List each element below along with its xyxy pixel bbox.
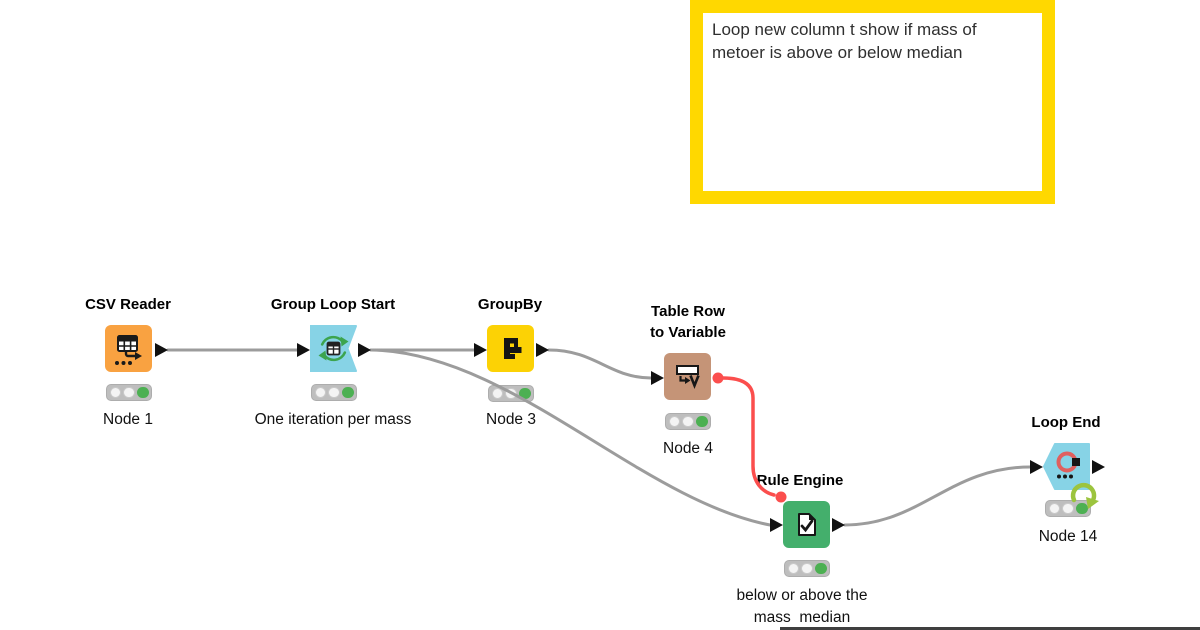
node-label-table-row-to-variable: Node 4 [663,440,713,457]
loopstart-output-port[interactable] [358,343,371,357]
status-traffic-light [665,413,711,430]
connection-groupby-to-tablerow[interactable] [547,348,653,380]
node-groupby[interactable] [487,325,534,372]
groupby-input-port[interactable] [474,343,487,357]
node-title-csv-reader: CSV Reader [85,296,171,313]
ruleengine-input-port[interactable] [770,518,783,532]
csv-reader-output-port[interactable] [155,343,168,357]
status-dot-green [519,387,531,400]
status-traffic-light [106,384,152,401]
status-dot-yellow [123,386,135,399]
node-loop-end[interactable] [1043,443,1090,490]
node-title-table-row-to-variable: Table Row to Variable [650,303,726,341]
loop-end-icon [1056,451,1080,479]
node-label-csv-reader: Node 1 [103,411,153,428]
node-group-loop-start[interactable] [310,325,357,372]
status-dot-red [1048,502,1060,515]
status-dot-green [342,386,354,399]
status-dot-green [1076,502,1088,515]
status-dot-green [137,386,149,399]
workflow-annotation[interactable]: Loop new column t show if mass of metoer… [690,0,1055,204]
node-label-loop-end: Node 14 [1038,528,1098,545]
node-csv-reader[interactable] [105,325,152,372]
status-dot-red [491,387,503,400]
loop-start-grid-icon [318,335,349,362]
node-label-rule-engine: below or above the mass median [736,587,868,626]
loopstart-input-port[interactable] [297,343,310,357]
groupby-output-port[interactable] [536,343,549,357]
loopend-input-port[interactable] [1030,460,1043,474]
status-traffic-light [311,384,357,401]
status-dot-red [668,415,680,428]
status-dot-yellow [328,386,340,399]
tablerow-input-port[interactable] [651,371,664,385]
ruleengine-output-port[interactable] [832,518,845,532]
status-dot-yellow [801,562,813,575]
node-title-groupby: GroupBy [477,296,543,313]
loop-status-badge-icon [1070,482,1099,509]
status-dot-yellow [682,415,694,428]
table-export-icon [115,335,142,365]
status-dot-red [314,386,326,399]
node-title-rule-engine: Rule Engine [756,472,844,489]
canvas-edge-line [780,627,1200,630]
status-traffic-light [1045,500,1091,517]
status-dot-red [787,562,799,575]
status-dot-green [815,562,827,575]
status-dot-red [109,386,121,399]
node-rule-engine[interactable] [783,501,830,548]
status-dot-green [696,415,708,428]
flow-variable-out-port[interactable] [712,372,724,384]
status-dot-yellow [505,387,517,400]
checkmark-document-icon [798,513,816,536]
status-traffic-light [784,560,830,577]
node-title-group-loop-start: Group Loop Start [270,296,396,313]
node-title-loop-end: Loop End [1031,414,1101,431]
node-table-row-to-variable[interactable] [664,353,711,400]
loopend-output-port[interactable] [1092,460,1105,474]
status-traffic-light [488,385,534,402]
node-label-groupby: Node 3 [486,411,536,428]
status-dot-yellow [1062,502,1074,515]
